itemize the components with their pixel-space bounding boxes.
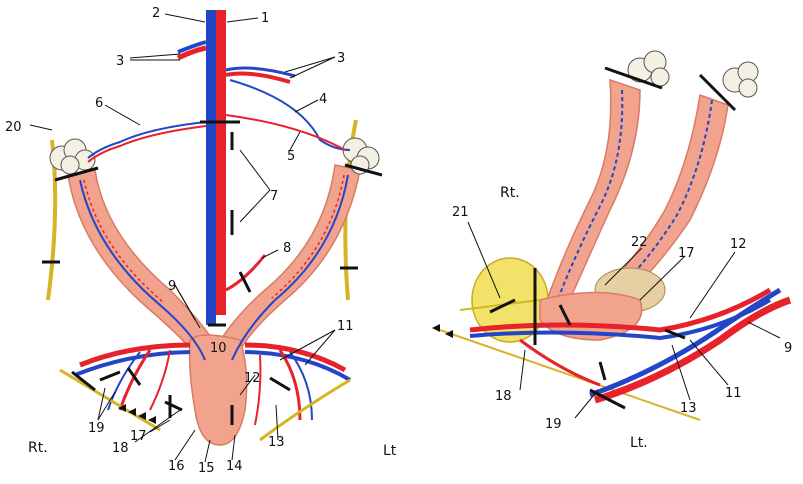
ovary-right-panel-2 [723, 62, 758, 97]
label-17: 17 [130, 429, 147, 444]
label-13: 13 [268, 435, 285, 450]
label-2: 2 [152, 6, 160, 21]
label-r-11: 11 [725, 386, 742, 401]
ligature-mark [165, 402, 182, 410]
uterus-right-tube [68, 170, 225, 360]
label-r-13: 13 [680, 401, 697, 416]
side-label-lt: Lt [383, 443, 397, 459]
label-16: 16 [168, 459, 185, 474]
ovary-right [50, 139, 95, 174]
label-1: 1 [261, 11, 269, 26]
left-ovarian-vein [230, 80, 350, 150]
ligature-mark [600, 362, 605, 380]
label-14: 14 [226, 459, 243, 474]
label-6: 6 [95, 96, 103, 111]
left-panel [30, 10, 382, 462]
aorta [216, 10, 226, 315]
side-label-rt: Rt. [28, 440, 48, 456]
label-11: 11 [337, 319, 354, 334]
label-r-22: 22 [631, 235, 648, 250]
left-branch [255, 355, 260, 425]
label-r-21: 21 [452, 205, 469, 220]
right-iliac-artery [80, 345, 190, 365]
label-9: 9 [168, 279, 176, 294]
inferior-vena-cava [206, 10, 216, 325]
label-r-9: 9 [784, 341, 792, 356]
side-label-r-rt: Rt. [500, 185, 520, 201]
label-20: 20 [5, 120, 22, 135]
ligature-mark [270, 378, 290, 390]
ligature-mark [100, 372, 120, 380]
label-r-12: 12 [730, 237, 747, 252]
ovary-right-panel-1 [628, 51, 669, 86]
label-10: 10 [210, 341, 227, 356]
label-12: 12 [244, 371, 261, 386]
label-8: 8 [283, 241, 291, 256]
label-3b: 3 [337, 51, 345, 66]
ureter-left [260, 380, 350, 440]
label-3a: 3 [116, 54, 124, 69]
label-5: 5 [287, 149, 295, 164]
arrowheads-left [118, 404, 156, 424]
label-18: 18 [112, 441, 129, 456]
label-19: 19 [88, 421, 105, 436]
right-panel [432, 51, 790, 420]
label-r-19: 19 [545, 417, 562, 432]
right-ovarian-vessels [88, 122, 206, 158]
side-label-r-lt: Lt. [630, 435, 648, 451]
label-4: 4 [319, 92, 327, 107]
label-r-18: 18 [495, 389, 512, 404]
label-15: 15 [198, 461, 215, 476]
right-branch [150, 350, 170, 410]
label-7: 7 [270, 189, 278, 204]
label-r-17: 17 [678, 246, 695, 261]
